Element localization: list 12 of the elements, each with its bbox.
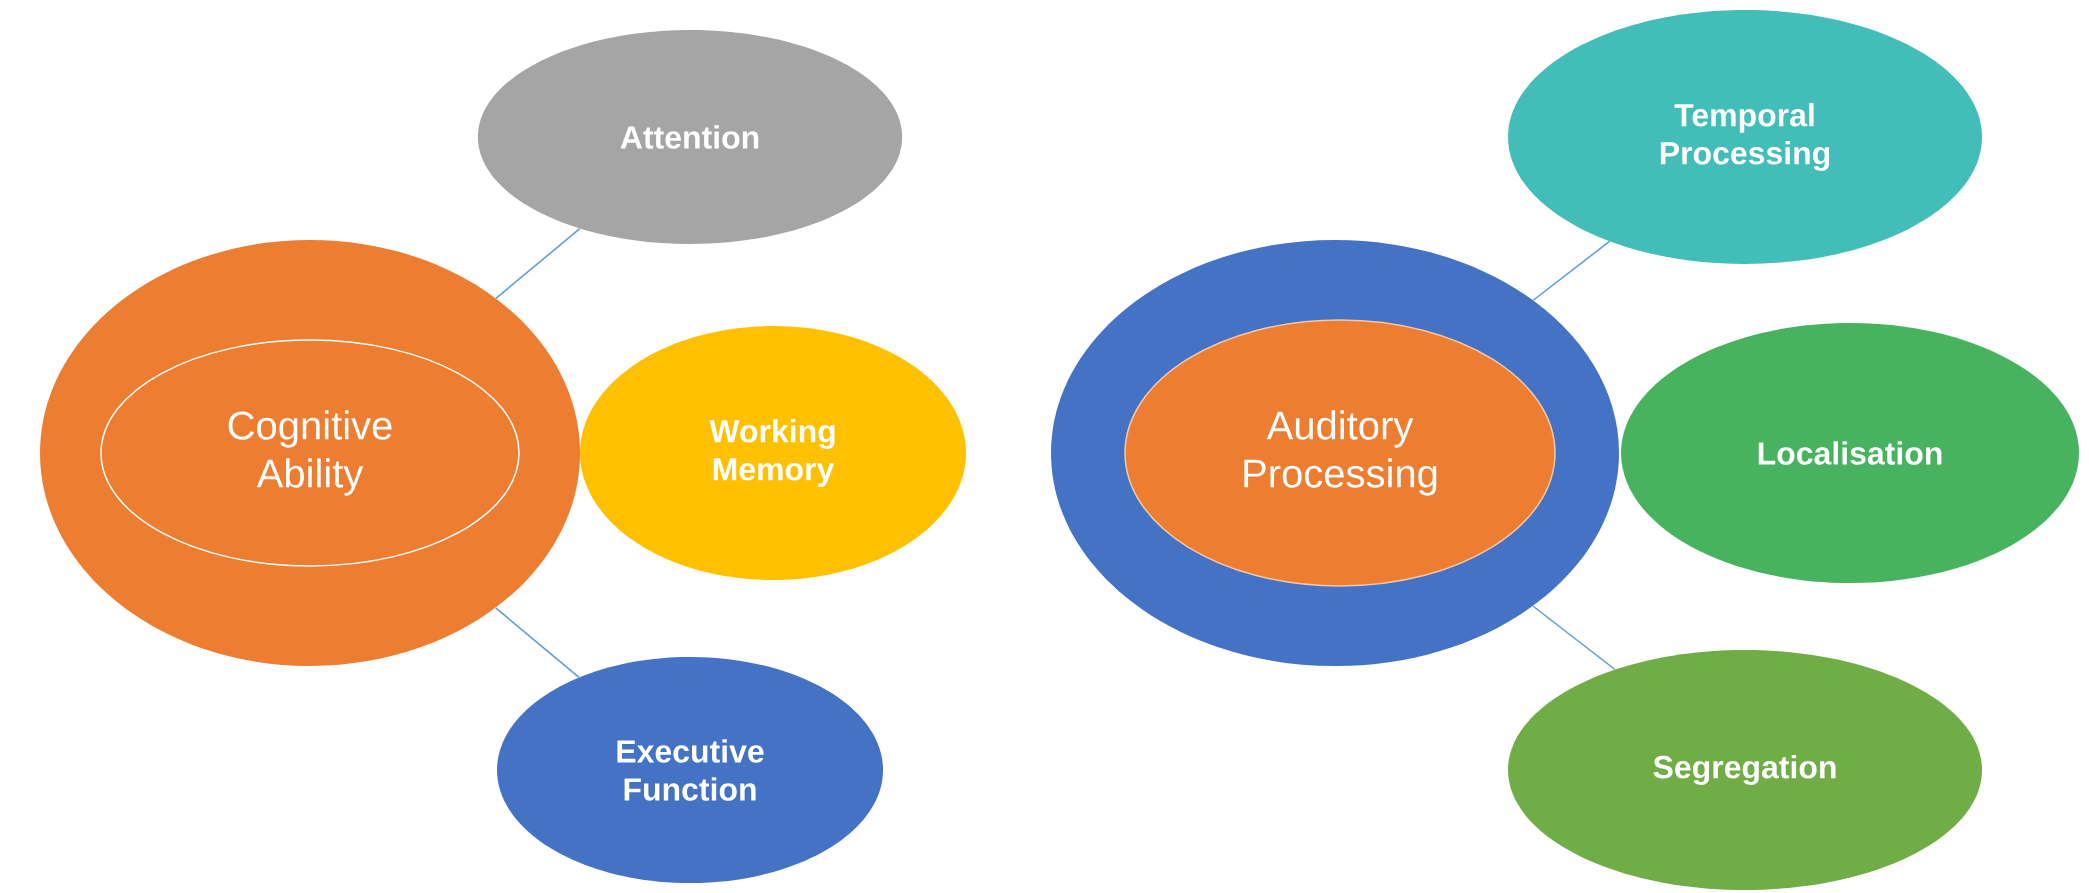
ellipse-label: Localisation bbox=[1621, 323, 2079, 583]
ellipse-label: Auditory Processing bbox=[1124, 319, 1556, 587]
connector-line bbox=[495, 227, 581, 300]
ellipse-label: Working Memory bbox=[580, 326, 966, 580]
ellipse-label: Executive Function bbox=[497, 657, 883, 883]
ellipse-label: Attention bbox=[477, 30, 903, 244]
connector-line bbox=[1532, 605, 1616, 671]
ellipse-label: Segregation bbox=[1508, 650, 1982, 890]
ellipse-label: Temporal Processing bbox=[1508, 10, 1982, 264]
connector-line bbox=[1532, 240, 1611, 301]
connector-line bbox=[494, 607, 580, 679]
ellipse-label: Cognitive Ability bbox=[100, 339, 520, 567]
